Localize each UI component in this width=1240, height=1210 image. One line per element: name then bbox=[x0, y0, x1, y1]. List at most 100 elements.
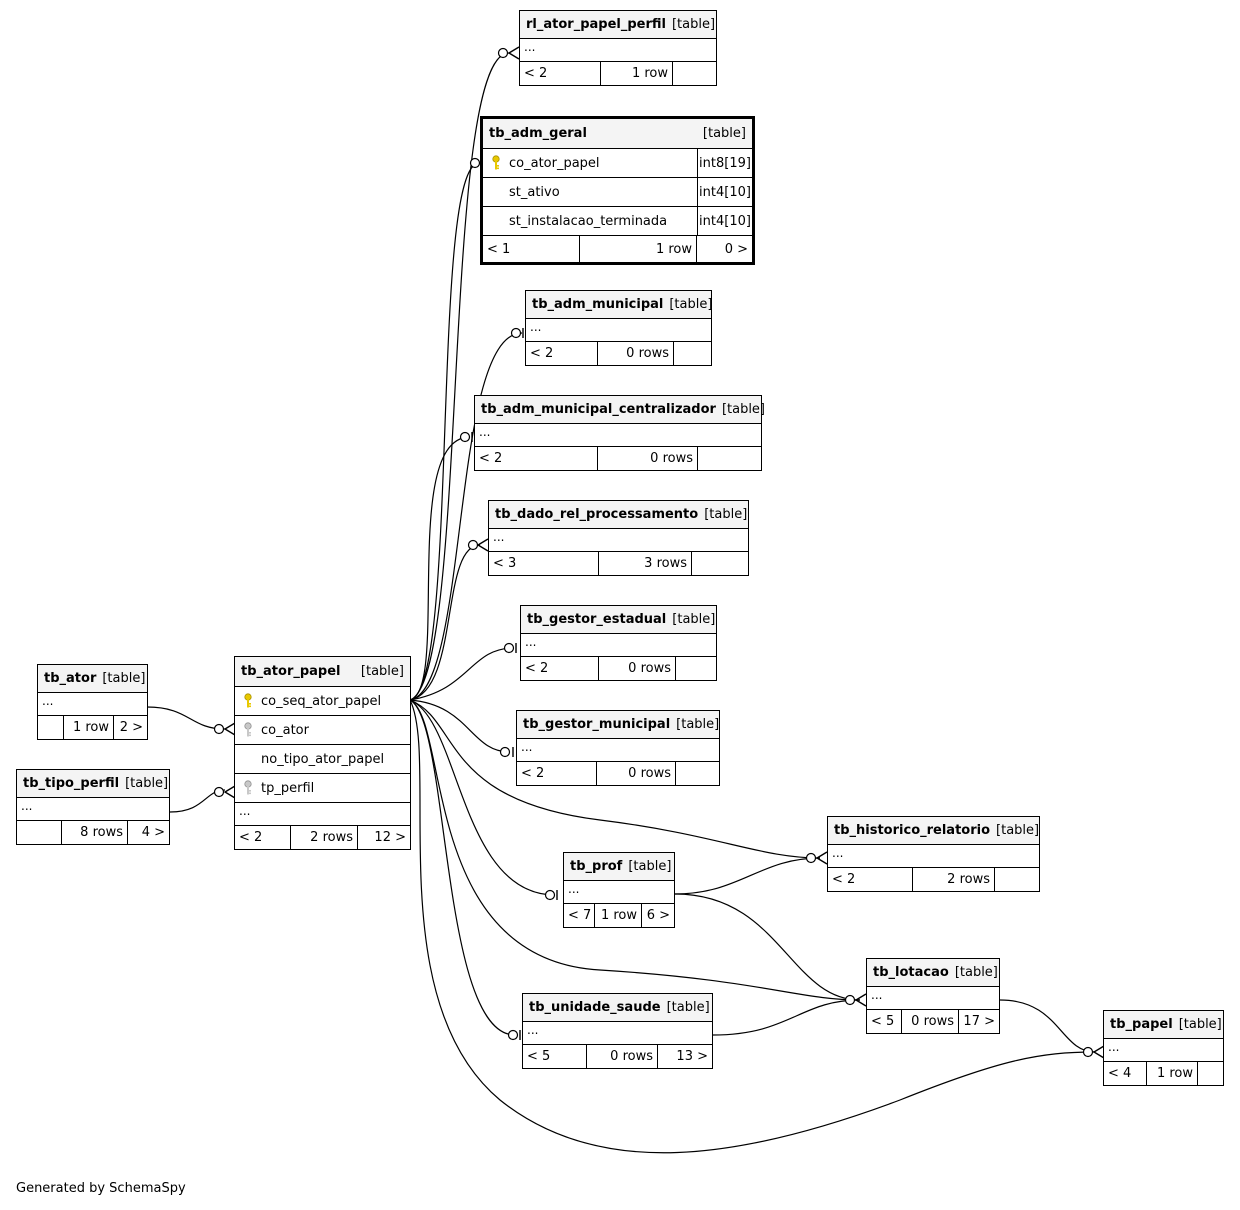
table-kind: [table] bbox=[671, 17, 716, 32]
foreign-key-icon bbox=[239, 722, 257, 738]
parents-count: < 7 bbox=[564, 904, 595, 927]
column-row: tp_perfil bbox=[235, 774, 410, 803]
columns-ellipsis: ... bbox=[526, 319, 711, 342]
table-kind: [table] bbox=[669, 297, 713, 312]
column-type: int8[19] bbox=[697, 149, 752, 177]
columns-ellipsis: ... bbox=[523, 1022, 712, 1045]
table-kind: [table] bbox=[360, 664, 404, 679]
columns-ellipsis: ... bbox=[17, 798, 169, 821]
table-kind: [table] bbox=[676, 717, 720, 732]
table-name: tb_gestor_estadual bbox=[527, 612, 667, 627]
column-name: tp_perfil bbox=[261, 780, 315, 796]
parents-count: < 2 bbox=[828, 868, 913, 891]
children-count bbox=[676, 657, 716, 680]
primary-key-icon bbox=[487, 155, 505, 171]
column-name: co_seq_ator_papel bbox=[261, 693, 382, 709]
parents-count: < 4 bbox=[1104, 1062, 1147, 1085]
edge-prof-to-historico bbox=[674, 857, 821, 895]
edge-tipo-perfil-to-ator-papel bbox=[169, 789, 226, 813]
row-count: 8 rows bbox=[62, 821, 128, 844]
column-name: no_tipo_ator_papel bbox=[261, 751, 385, 767]
edge-to-tb-papel bbox=[409, 699, 1096, 1154]
columns-ellipsis: ... bbox=[517, 739, 719, 762]
table-name: tb_ator bbox=[44, 671, 97, 686]
columns-ellipsis: ... bbox=[489, 529, 748, 552]
table-kind: [table] bbox=[125, 776, 169, 791]
row-count: 1 row bbox=[601, 62, 673, 85]
row-count: 1 row bbox=[580, 236, 697, 262]
row-count: 0 rows bbox=[598, 447, 698, 470]
table-name: tb_gestor_municipal bbox=[523, 717, 671, 732]
row-count: 0 rows bbox=[598, 342, 674, 365]
table-kind: [table] bbox=[721, 402, 766, 417]
column-name: st_ativo bbox=[509, 184, 560, 200]
table-kind: [table] bbox=[666, 1000, 710, 1015]
children-count: 12 > bbox=[374, 830, 406, 845]
edge-to-tb-adm-municipal-centralizador bbox=[409, 436, 471, 701]
parents-count: < 2 bbox=[520, 62, 601, 85]
foreign-key-icon bbox=[239, 780, 257, 796]
parents-count: < 2 bbox=[521, 657, 599, 680]
parents-count: < 1 bbox=[483, 236, 580, 262]
row-count: 2 rows bbox=[291, 826, 358, 849]
children-count bbox=[1198, 1062, 1223, 1085]
row-count: 1 row bbox=[595, 904, 642, 927]
table-kind: [table] bbox=[102, 671, 146, 686]
table-name: tb_adm_municipal_centralizador bbox=[481, 402, 716, 417]
children-count: 13 > bbox=[676, 1049, 708, 1064]
table-tb-adm-municipal-centralizador[interactable]: tb_adm_municipal_centralizador [table] ..… bbox=[474, 395, 766, 471]
row-count: 2 rows bbox=[913, 868, 995, 891]
edge-to-tb-gestor-estadual bbox=[409, 647, 515, 701]
columns-ellipsis: ... bbox=[38, 693, 147, 716]
column-row: st_ativo int4[10] bbox=[483, 178, 752, 207]
row-count: 0 rows bbox=[902, 1010, 959, 1033]
parents-count: < 2 bbox=[517, 762, 597, 785]
children-count bbox=[674, 342, 711, 365]
column-row: st_instalacao_terminada int4[10] bbox=[483, 207, 752, 236]
row-count: 0 rows bbox=[587, 1045, 658, 1068]
table-name: tb_tipo_perfil bbox=[23, 776, 120, 791]
columns-ellipsis: ... bbox=[475, 424, 761, 447]
column-name: st_instalacao_terminada bbox=[509, 213, 668, 229]
children-count: 6 > bbox=[646, 908, 670, 923]
table-name: rl_ator_papel_perfil bbox=[526, 17, 666, 32]
row-count: 0 rows bbox=[597, 762, 676, 785]
children-count bbox=[673, 62, 716, 85]
children-count bbox=[692, 552, 748, 575]
table-tb-dado-rel-processamento[interactable]: tb_dado_rel_processamento[table] ... < 3… bbox=[488, 500, 749, 576]
table-name: tb_historico_relatorio bbox=[834, 823, 991, 838]
table-kind: [table] bbox=[954, 965, 998, 980]
column-type: int4[10] bbox=[697, 207, 752, 235]
table-kind: [table] bbox=[1178, 1017, 1222, 1032]
edge-unidade-saude-to-lotacao bbox=[712, 999, 861, 1036]
row-count: 1 row bbox=[64, 716, 114, 739]
edge-to-tb-adm-geral bbox=[409, 162, 480, 701]
edge-prof-to-lotacao bbox=[674, 893, 861, 1001]
table-name: tb_ator_papel bbox=[241, 664, 341, 679]
parents-count: < 2 bbox=[235, 826, 291, 849]
column-row: no_tipo_ator_papel bbox=[235, 745, 410, 774]
table-name: tb_unidade_saude bbox=[529, 1000, 661, 1015]
edge-to-tb-gestor-municipal bbox=[409, 699, 511, 753]
table-tb-ator-papel[interactable]: tb_ator_papel[table] co_seq_ator_papel c… bbox=[234, 656, 411, 850]
children-count bbox=[698, 447, 761, 470]
children-count bbox=[676, 762, 719, 785]
parents-count: < 5 bbox=[867, 1010, 902, 1033]
table-tb-adm-geral[interactable]: tb_adm_geral[table] co_ator_papel int8[1… bbox=[480, 116, 755, 265]
table-name: tb_adm_geral bbox=[489, 126, 587, 141]
parents-count: < 5 bbox=[523, 1045, 587, 1068]
columns-ellipsis: ... bbox=[1104, 1039, 1223, 1062]
table-kind: [table] bbox=[996, 823, 1040, 838]
table-name: tb_adm_municipal bbox=[532, 297, 664, 312]
